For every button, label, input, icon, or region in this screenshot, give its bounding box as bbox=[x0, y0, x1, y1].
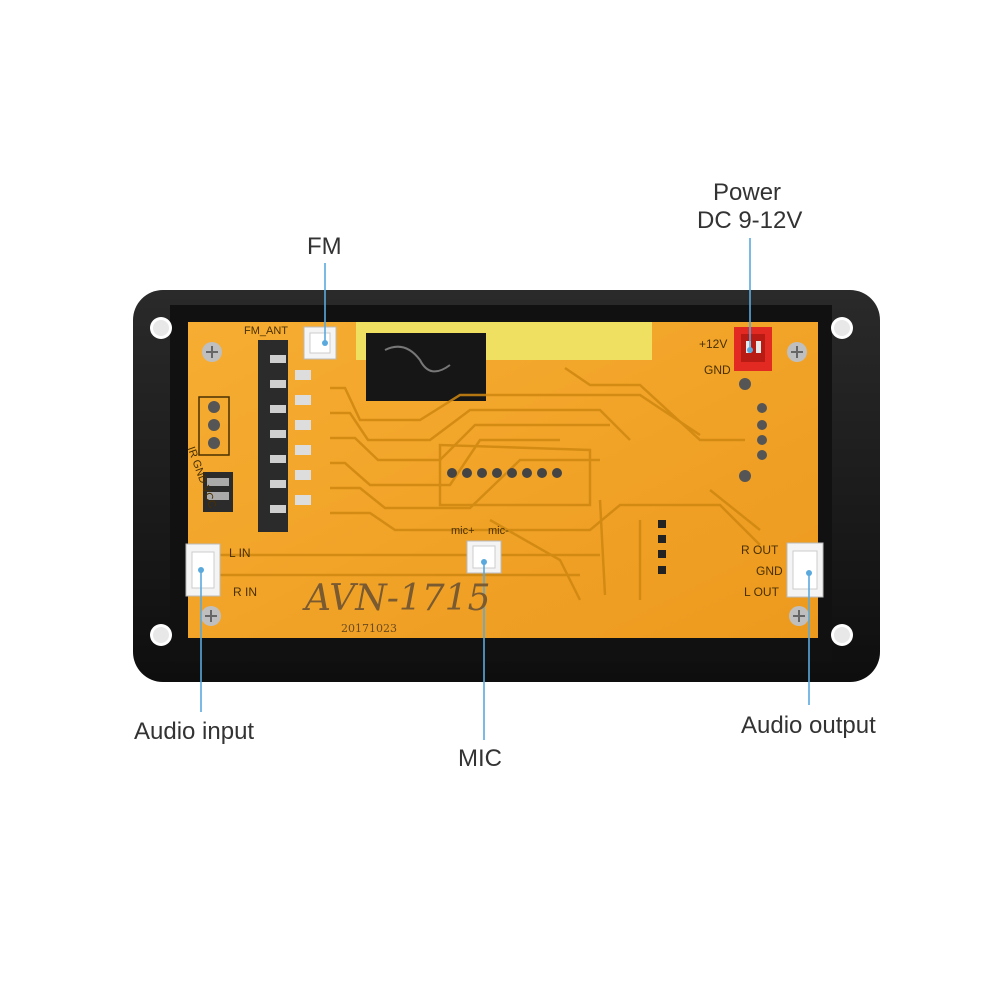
fm-label: FM bbox=[307, 233, 342, 260]
model-number: AVN-1715 bbox=[305, 578, 491, 619]
power-label: Power bbox=[713, 179, 782, 206]
r-out-silkscreen: R OUT bbox=[741, 543, 779, 557]
screw-top-left bbox=[202, 342, 222, 362]
screw-top-right bbox=[787, 342, 807, 362]
gnd-out-silkscreen: GND bbox=[756, 564, 783, 578]
audio-input-label: Audio input bbox=[134, 718, 255, 745]
mic-minus-silkscreen: mic- bbox=[488, 525, 509, 537]
gnd-power-silkscreen: GND bbox=[704, 363, 731, 377]
power-voltage-label: DC 9-12V bbox=[697, 207, 803, 234]
power-connector bbox=[734, 327, 772, 371]
mic-plus-silkscreen: mic+ bbox=[451, 525, 475, 537]
l-out-silkscreen: L OUT bbox=[744, 585, 779, 599]
fm-ant-silkscreen: FM_ANT bbox=[244, 325, 288, 337]
audio-output-connector bbox=[786, 542, 824, 598]
screw-bottom-left bbox=[201, 606, 221, 626]
fm-connector bbox=[303, 326, 337, 360]
screw-bottom-right bbox=[789, 606, 809, 626]
plus12v-silkscreen: +12V bbox=[699, 337, 728, 351]
mic-label: MIC bbox=[458, 745, 502, 772]
pcb bbox=[188, 322, 818, 638]
audio-output-label: Audio output bbox=[741, 712, 876, 739]
l-in-silkscreen: L IN bbox=[229, 546, 251, 560]
board-date: 20171023 bbox=[341, 622, 397, 635]
r-in-silkscreen: R IN bbox=[233, 585, 257, 599]
